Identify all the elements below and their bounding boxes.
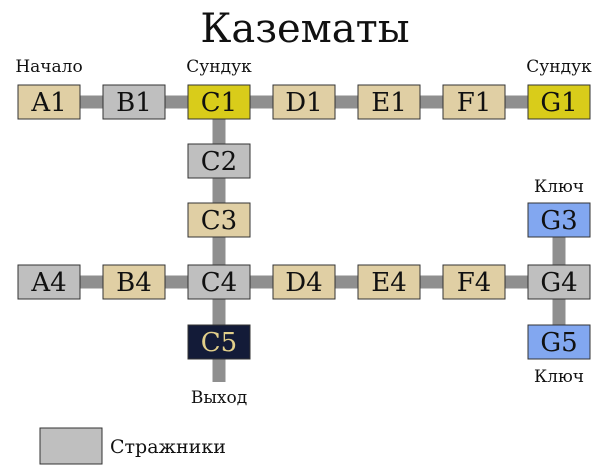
start-label: Начало [15,57,82,77]
room-box-g5 [527,324,591,360]
room-label-e1: E1 [371,88,407,118]
room-box-b4 [102,264,166,300]
room-box-c1 [187,84,251,120]
room-label-a1: A1 [30,88,66,118]
room-label-a4: A4 [30,268,66,298]
corridors [49,95,566,382]
legend-guard-swatch [39,427,103,465]
legend: Стражники [39,427,226,465]
room-box-g4 [527,264,591,300]
room-box-a4 [17,264,81,300]
room-g3: G3 [527,202,591,238]
room-box-c2 [187,143,251,179]
room-g4: G4 [527,264,591,300]
room-box-d1 [272,84,336,120]
room-box-b1 [102,84,166,120]
room-b4: B4 [102,264,166,300]
key-label-g3: Ключ [534,177,584,197]
room-label-b1: B1 [116,88,152,118]
room-b1: B1 [102,84,166,120]
diagram-title: Казематы [200,6,409,52]
room-label-g1: G1 [540,88,577,118]
room-box-g3 [527,202,591,238]
room-label-c4: C4 [201,268,237,298]
room-a4: A4 [17,264,81,300]
room-label-d1: D1 [285,88,322,118]
room-box-c5 [187,324,251,360]
room-label-f1: F1 [457,88,492,118]
key-label-g5: Ключ [534,367,584,387]
room-g1: G1 [527,84,591,120]
room-box-e1 [357,84,421,120]
room-label-g5: G5 [540,328,577,358]
room-box-f4 [442,264,506,300]
room-f1: F1 [442,84,506,120]
room-box-c4 [187,264,251,300]
room-label-e4: E4 [371,268,407,298]
room-a1: A1 [17,84,81,120]
room-g5: G5 [527,324,591,360]
room-box-e4 [357,264,421,300]
room-box-c3 [187,202,251,238]
room-c3: C3 [187,202,251,238]
room-label-f4: F4 [457,268,492,298]
room-box-g1 [527,84,591,120]
chest-label-g1: Сундук [526,57,592,77]
room-d4: D4 [272,264,336,300]
legend-guard-label: Стражники [110,436,226,458]
room-e1: E1 [357,84,421,120]
room-label-c2: C2 [201,147,237,177]
room-label-g4: G4 [540,268,577,298]
room-c4: C4 [187,264,251,300]
room-e4: E4 [357,264,421,300]
room-c2: C2 [187,143,251,179]
room-label-d4: D4 [285,268,322,298]
room-box-a1 [17,84,81,120]
room-d1: D1 [272,84,336,120]
room-label-b4: B4 [116,268,152,298]
room-label-c5: C5 [201,328,237,358]
room-box-f1 [442,84,506,120]
room-c5: C5 [187,324,251,360]
room-label-c1: C1 [201,88,237,118]
room-label-c3: C3 [201,206,237,236]
exit-label: Выход [191,388,247,408]
room-f4: F4 [442,264,506,300]
room-box-d4 [272,264,336,300]
chest-label-c1: Сундук [186,57,252,77]
room-label-g3: G3 [540,206,577,236]
room-c1: C1 [187,84,251,120]
